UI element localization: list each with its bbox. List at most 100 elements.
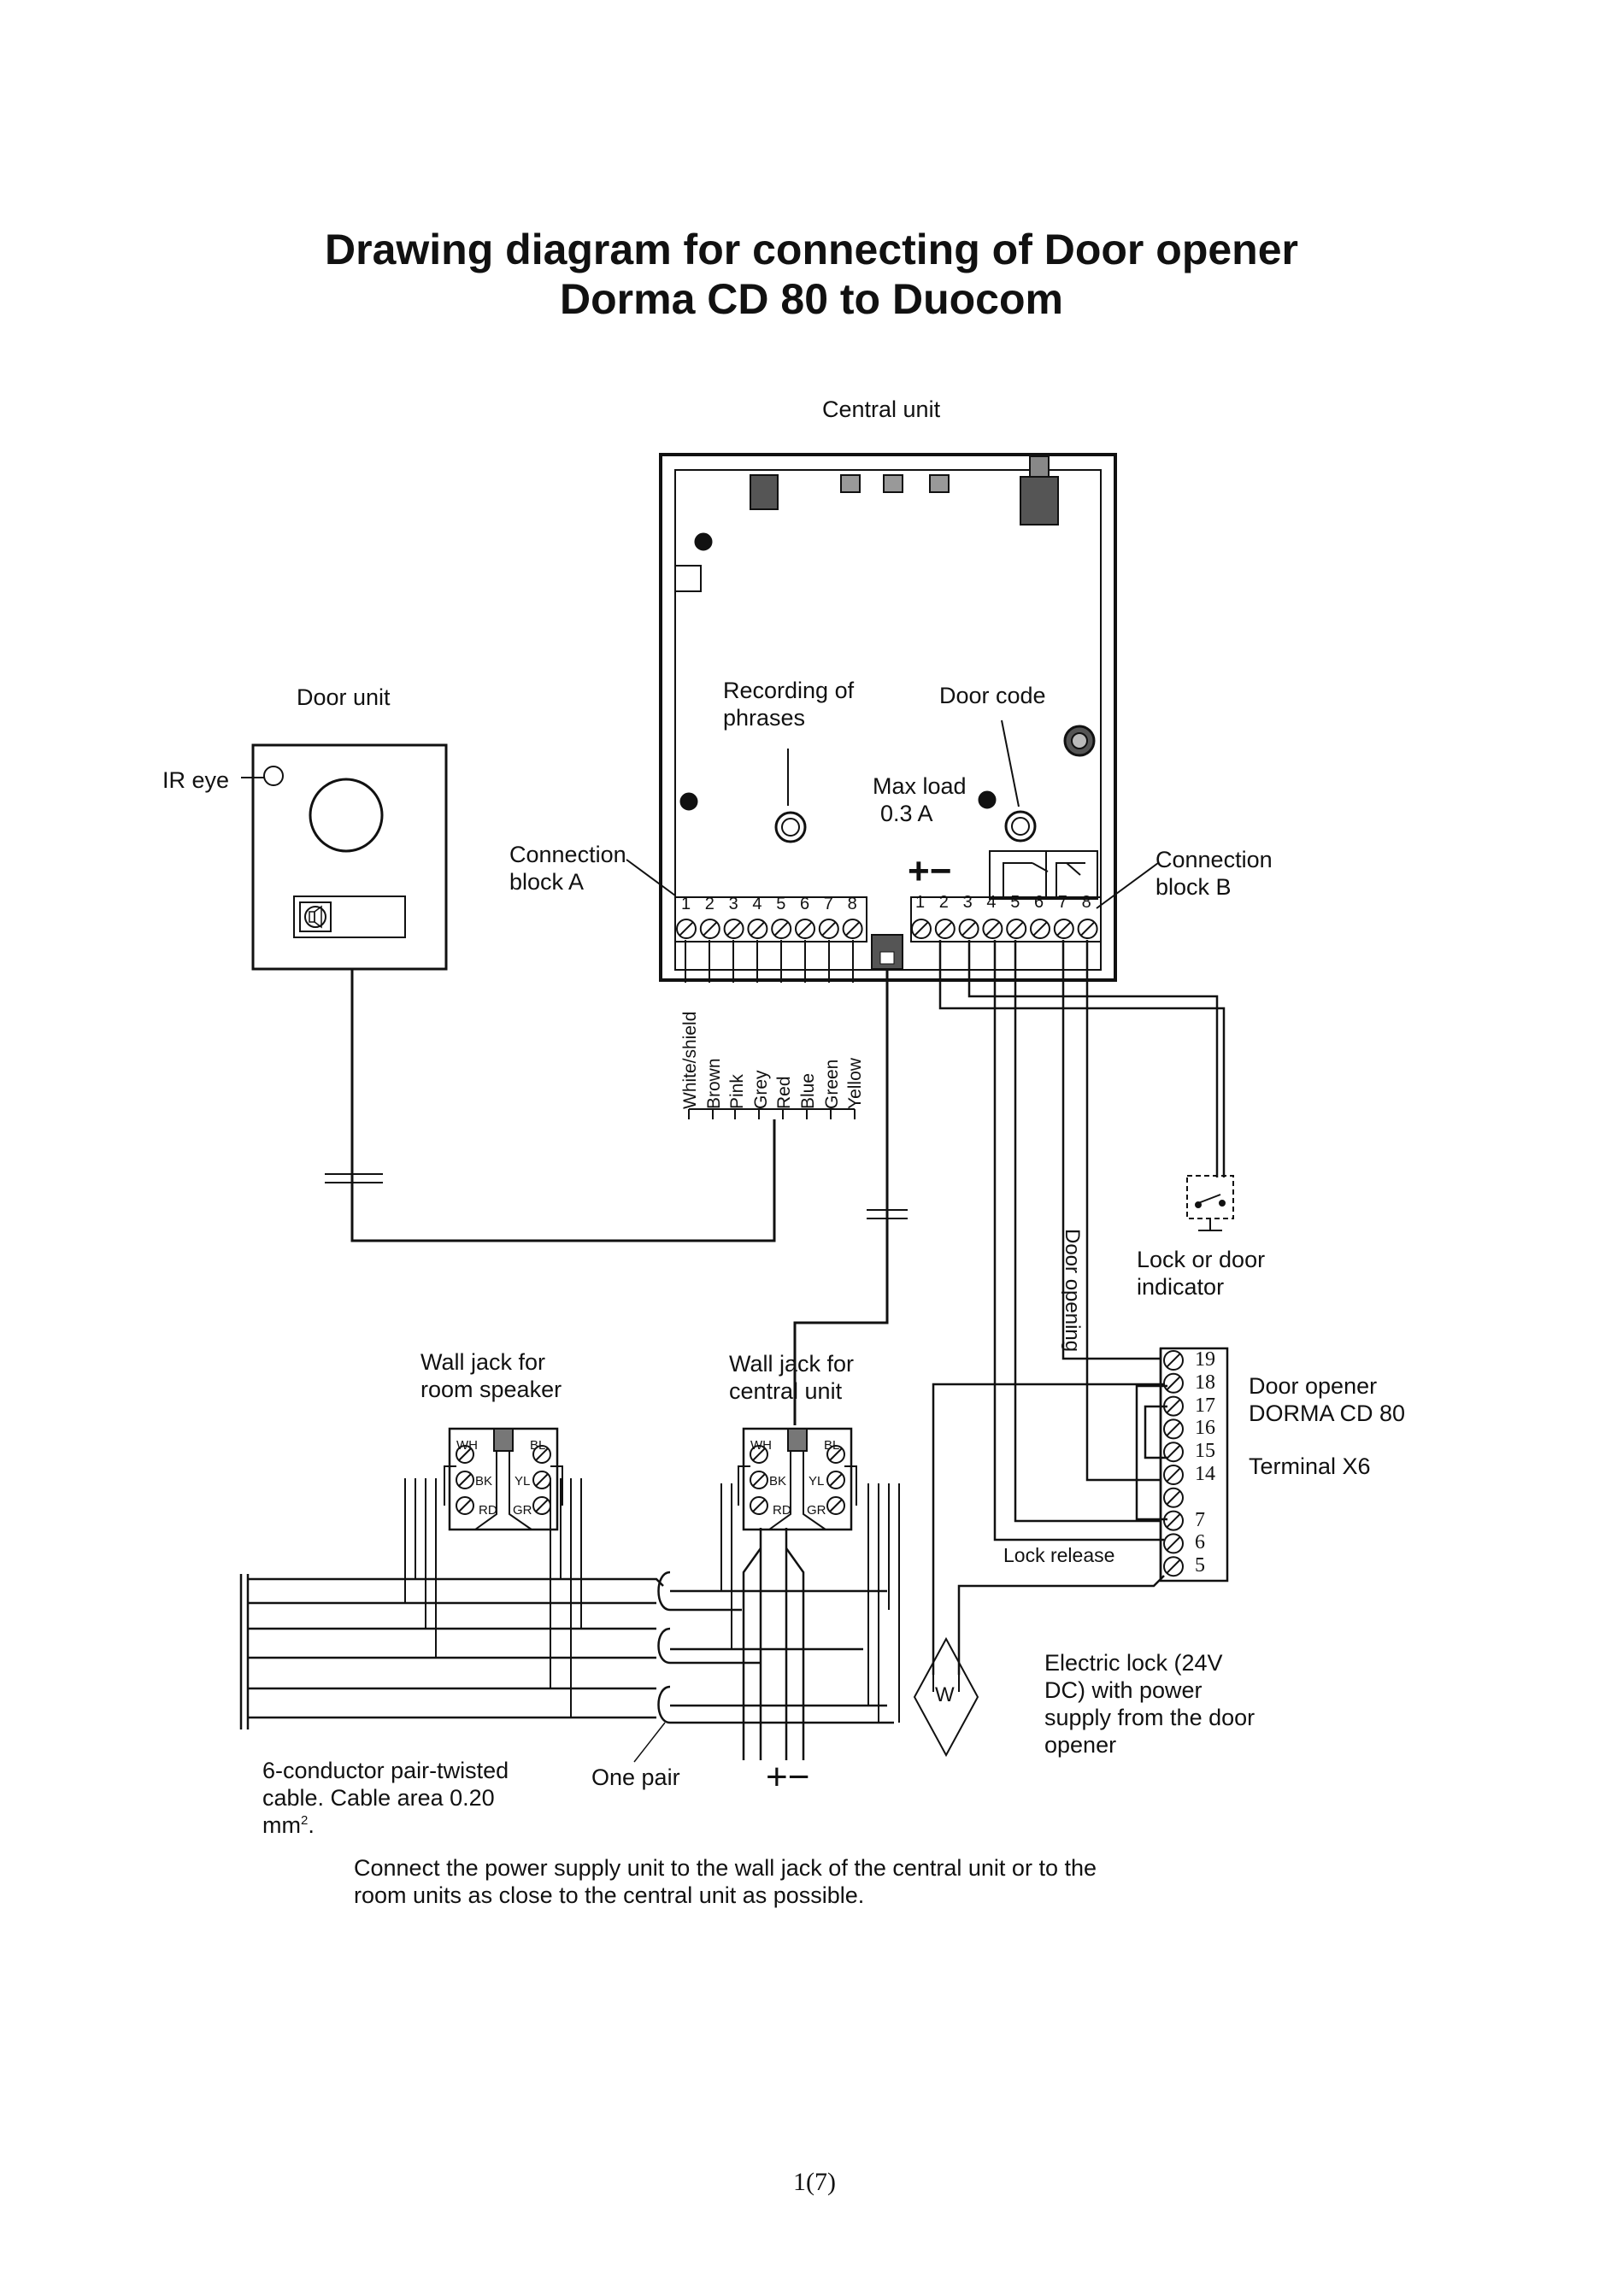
- screw-terminal: [958, 919, 979, 939]
- electric-lock-label-3: supply from the door: [1044, 1705, 1255, 1730]
- screw-terminal: [532, 1471, 551, 1489]
- block-b-polarity: +−: [908, 850, 952, 892]
- terminal-x6-number: 6: [1195, 1531, 1205, 1554]
- central-unit-label: Central unit: [822, 396, 941, 422]
- title-line-2: Dorma CD 80 to Duocom: [560, 275, 1063, 323]
- door-opener-label-2: DORMA CD 80: [1249, 1401, 1406, 1426]
- screw-terminal: [750, 1445, 768, 1464]
- terminal-number: 7: [823, 895, 833, 913]
- title-line-1: Drawing diagram for connecting of Door o…: [325, 226, 1298, 273]
- psu-leads: [742, 1528, 805, 1760]
- wire-color-label: Yellow: [845, 1058, 866, 1109]
- screw-terminal: [750, 1471, 768, 1489]
- screw-terminal: [1163, 1350, 1184, 1371]
- terminal-number: 2: [704, 895, 714, 913]
- note-line-1: Connect the power supply unit to the wal…: [354, 1855, 1097, 1881]
- terminal-x6-number: 15: [1195, 1440, 1215, 1463]
- terminal-number: 1: [681, 895, 691, 913]
- screw-terminal: [826, 1471, 845, 1489]
- wire-color-label: Green: [821, 1059, 842, 1109]
- screw-terminal: [1163, 1395, 1184, 1417]
- screw-terminal: [934, 919, 956, 939]
- terminal-number: 6: [1034, 893, 1044, 912]
- terminal-x6-number: 16: [1195, 1417, 1215, 1440]
- door-opening-label: Door opening: [1061, 1229, 1084, 1353]
- screw-terminal: [826, 1496, 845, 1515]
- screw-terminal: [750, 1496, 768, 1515]
- wall-jack-room-label-2: room speaker: [420, 1377, 562, 1402]
- screw-terminal: [1163, 1556, 1184, 1577]
- connection-block-b-label-2: block B: [1156, 874, 1232, 900]
- door-opener-label-1: Door opener: [1249, 1373, 1378, 1399]
- screw-terminal: [532, 1445, 551, 1464]
- jack-terminal-label: WH: [456, 1438, 478, 1453]
- screw-terminal: [532, 1496, 551, 1515]
- connection-block-a-label-1: Connection: [509, 842, 626, 867]
- screw-terminal: [1077, 919, 1098, 939]
- jack-terminal-label: GR: [513, 1503, 532, 1518]
- bus-cable: [239, 1571, 894, 1763]
- screw-terminal: [1163, 1372, 1184, 1394]
- max-load-label-1: Max load: [873, 773, 967, 799]
- cable-unit-superscript: 2: [300, 1813, 309, 1828]
- wire-color-label: Blue: [798, 1072, 818, 1109]
- wire-color-label: Pink: [727, 1074, 748, 1109]
- cable-label-2: cable. Cable area 0.20: [262, 1785, 495, 1811]
- jack-terminal-label: BL: [824, 1438, 839, 1453]
- terminal-number: 1: [915, 893, 926, 912]
- note-line-2: room units as close to the central unit …: [354, 1882, 865, 1908]
- screw-terminal: [1006, 919, 1027, 939]
- door-unit-label: Door unit: [297, 684, 391, 710]
- block-b-wiring: [932, 940, 1226, 1675]
- lock-indicator: [1186, 1175, 1234, 1231]
- screw-terminal: [1163, 1533, 1184, 1554]
- wall-jack-central-label-2: central unit: [729, 1378, 843, 1404]
- terminal-number: 5: [1010, 893, 1020, 912]
- terminal-number: 3: [962, 893, 973, 912]
- lock-indicator-label-2: indicator: [1137, 1274, 1225, 1300]
- screw-terminal: [795, 919, 815, 939]
- screw-terminal: [676, 919, 697, 939]
- wire-color-label: White/shield: [680, 1011, 700, 1109]
- terminal-number: 4: [752, 895, 762, 913]
- screw-terminal: [747, 919, 768, 939]
- jack-terminal-label: RD: [773, 1503, 791, 1518]
- page-number: 1(7): [793, 2168, 836, 2196]
- block-b-terminals: [911, 919, 1098, 939]
- terminal-x6-number: 18: [1195, 1371, 1215, 1394]
- screw-terminal: [1053, 919, 1074, 939]
- screw-terminal: [1030, 919, 1050, 939]
- ir-eye-label: IR eye: [162, 767, 230, 793]
- one-pair-label: One pair: [591, 1765, 680, 1790]
- terminal-number: 8: [847, 895, 857, 913]
- recording-label-2: phrases: [723, 705, 806, 731]
- block-a-terminals: [676, 919, 863, 939]
- terminal-x6-number: 19: [1195, 1348, 1215, 1371]
- screw-terminal: [456, 1496, 474, 1515]
- terminal-number: 3: [728, 895, 738, 913]
- terminal-number: 7: [1057, 893, 1067, 912]
- wire-color-label: Red: [774, 1076, 795, 1109]
- cable-unit: mm: [262, 1812, 301, 1838]
- terminal-number: 8: [1081, 893, 1091, 912]
- lock-release-label: Lock release: [1003, 1544, 1115, 1566]
- screw-terminal: [456, 1445, 474, 1464]
- screw-terminal: [842, 919, 863, 939]
- jack-terminal-label: RD: [479, 1503, 497, 1518]
- wire-color-label: Brown: [703, 1058, 724, 1109]
- wall-jack-room-label-1: Wall jack for: [420, 1349, 546, 1375]
- terminal-number: 2: [938, 893, 949, 912]
- terminal-x6-number: 5: [1195, 1554, 1205, 1577]
- screw-terminal: [1163, 1487, 1184, 1508]
- screw-terminal: [723, 919, 744, 939]
- terminal-x6-number: 14: [1195, 1463, 1215, 1485]
- electric-lock-label-1: Electric lock (24V: [1044, 1650, 1223, 1676]
- electric-lock-label-4: opener: [1044, 1732, 1117, 1758]
- cable-label-3: mm2.: [262, 1812, 315, 1839]
- screw-terminal: [456, 1471, 474, 1489]
- screw-terminal: [826, 1445, 845, 1464]
- terminal-x6-number: 17: [1195, 1394, 1215, 1417]
